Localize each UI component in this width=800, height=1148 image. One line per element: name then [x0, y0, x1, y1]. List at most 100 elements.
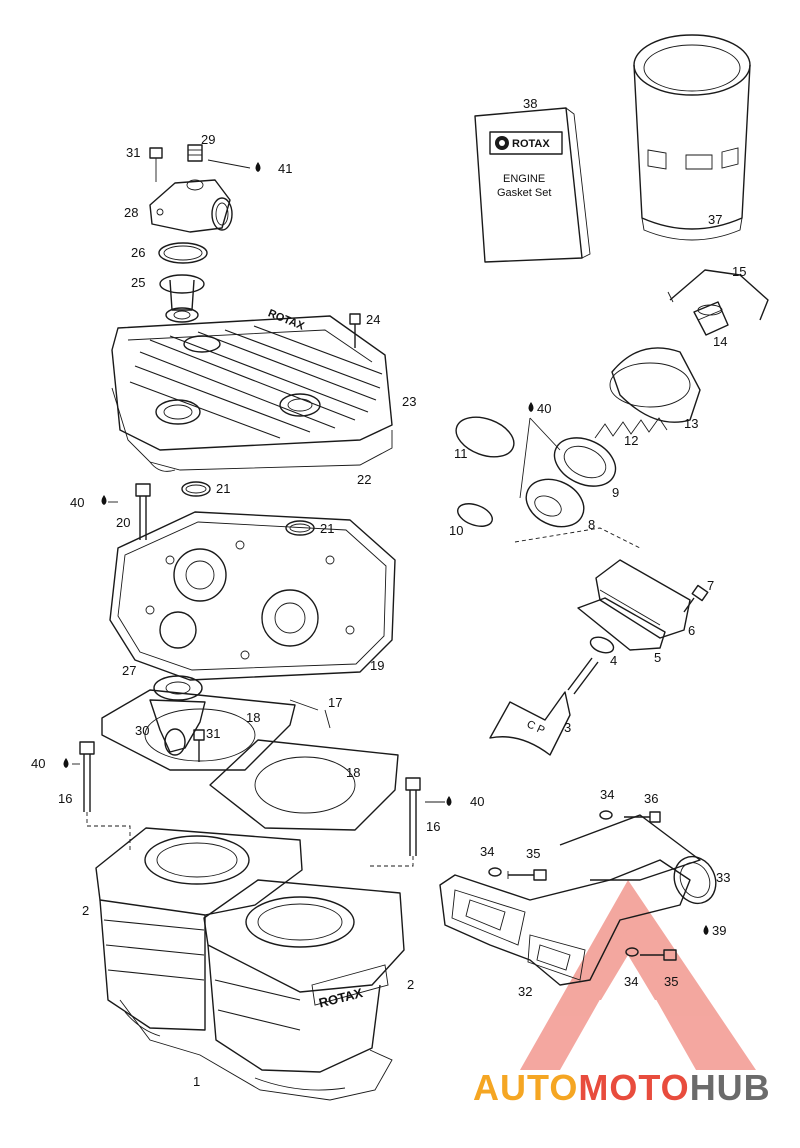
part-9-housing — [553, 437, 617, 487]
part-7-bolt — [683, 584, 709, 613]
watermark-auto: AUTO — [473, 1067, 578, 1108]
drop-icon-40-left — [63, 758, 69, 768]
callout-3: 3 — [564, 720, 571, 735]
callout-39: 39 — [712, 923, 726, 938]
part-25-thermostat — [159, 274, 205, 323]
callout-38: 38 — [523, 96, 537, 111]
part-24-bolt — [349, 313, 361, 348]
callout-leader-17b — [324, 709, 331, 729]
part-28-water-outlet — [149, 179, 233, 233]
part-31-bolt-bottom — [193, 729, 205, 762]
part-16-bolt-left — [79, 741, 95, 826]
lubricant-drop-icons — [63, 162, 709, 935]
watermark-text: AUTOMOTOHUB — [473, 1067, 771, 1108]
callout-18: 18 — [346, 765, 360, 780]
callout-40: 40 — [31, 756, 45, 771]
callout-40: 40 — [537, 401, 551, 416]
part-31-bolt-top — [149, 147, 163, 182]
drop-icon-40-right — [446, 796, 452, 806]
gasket-box-line1: ENGINE — [503, 173, 545, 185]
callout-21: 21 — [216, 481, 230, 496]
part-29-plug — [187, 144, 251, 169]
callout-14: 14 — [713, 334, 727, 349]
gasket-box-brand: ROTAX — [512, 138, 550, 150]
part-12-spring — [594, 417, 668, 439]
part-32-exhaust-manifold — [439, 814, 701, 986]
part-5-gasket — [577, 597, 666, 651]
callout-19: 19 — [370, 658, 384, 673]
callout-2: 2 — [82, 903, 89, 918]
part-34-washer-mid — [488, 867, 502, 877]
callout-27: 27 — [122, 663, 136, 678]
part-16-bolt-right — [405, 777, 421, 856]
cylinder-brand: ROTAX — [317, 985, 364, 1010]
part-30-water-elbow — [149, 699, 206, 756]
callout-1: 1 — [193, 1074, 200, 1089]
callout-8: 8 — [588, 517, 595, 532]
callout-18: 18 — [246, 710, 260, 725]
callout-12: 12 — [624, 433, 638, 448]
part-27-gasket — [153, 675, 203, 701]
callout-24: 24 — [366, 312, 380, 327]
watermark-triangle-logo — [520, 880, 756, 1070]
callout-31: 31 — [126, 145, 140, 160]
part-8-bellows — [525, 478, 585, 528]
callout-34: 34 — [600, 787, 614, 802]
part-37-cylinder-sleeve — [633, 34, 751, 241]
callout-28: 28 — [124, 205, 138, 220]
callout-16: 16 — [58, 791, 72, 806]
part-18-gasket-left — [101, 689, 296, 771]
callout-32: 32 — [518, 984, 532, 999]
callout-31: 31 — [206, 726, 220, 741]
part-34-washer-low — [625, 947, 639, 957]
part-20-head-bolt — [135, 483, 151, 540]
callout-11: 11 — [454, 446, 468, 461]
callout-9: 9 — [612, 485, 619, 500]
callout-labels: 1 2 2 3 4 5 6 7 8 9 10 11 12 13 14 15 16… — [31, 96, 746, 1089]
part-33-exhaust-outlet — [673, 855, 717, 905]
part-38-gasket-set-box: ROTAX ENGINE Gasket Set — [474, 107, 591, 263]
watermark-hub: HUB — [690, 1067, 771, 1108]
leader-dash-valve — [514, 527, 641, 549]
part-3-rave-valve: C P — [489, 657, 599, 756]
callout-13: 13 — [684, 416, 698, 431]
callout-35: 35 — [664, 974, 678, 989]
part-19-cylinder-head — [109, 511, 396, 681]
gasket-box-line2: Gasket Set — [497, 187, 551, 199]
drop-icon-40-valve — [528, 402, 534, 412]
part-4-ring — [589, 636, 615, 654]
callout-22: 22 — [357, 472, 371, 487]
part-34-washer-top — [599, 810, 613, 820]
callout-26: 26 — [131, 245, 145, 260]
leader-40-b — [529, 417, 561, 451]
callout-25: 25 — [131, 275, 145, 290]
callout-21: 21 — [320, 521, 334, 536]
watermark-moto: MOTO — [578, 1067, 689, 1108]
part-26-o-ring — [158, 242, 208, 264]
part-36-bolt — [624, 811, 661, 823]
callout-17: 17 — [328, 695, 342, 710]
callout-7: 7 — [707, 578, 714, 593]
drop-icon-39 — [703, 925, 709, 935]
head-cover-brand: ROTAX — [266, 307, 306, 332]
svg-text:AUTOMOTOHUB: AUTOMOTOHUB — [473, 1067, 771, 1108]
callout-35: 35 — [526, 846, 540, 861]
callout-2: 2 — [407, 977, 414, 992]
part-21-o-ring-left — [181, 481, 211, 497]
leader-dash-left — [87, 825, 131, 850]
part-13-valve-cover — [609, 347, 701, 423]
part-22-head-cover-gasket — [111, 387, 393, 472]
drop-icon-41 — [255, 162, 261, 172]
part-14-fitting — [693, 301, 729, 336]
callout-34: 34 — [480, 844, 494, 859]
part-15-spring-clip — [667, 269, 769, 321]
part-35-bolt-upper — [507, 869, 547, 881]
callout-30: 30 — [135, 723, 149, 738]
callout-5: 5 — [654, 650, 661, 665]
callout-36: 36 — [644, 791, 658, 806]
callout-40: 40 — [70, 495, 84, 510]
part-35-bolt-lower — [640, 949, 677, 961]
callout-4: 4 — [610, 653, 617, 668]
callout-10: 10 — [449, 523, 463, 538]
